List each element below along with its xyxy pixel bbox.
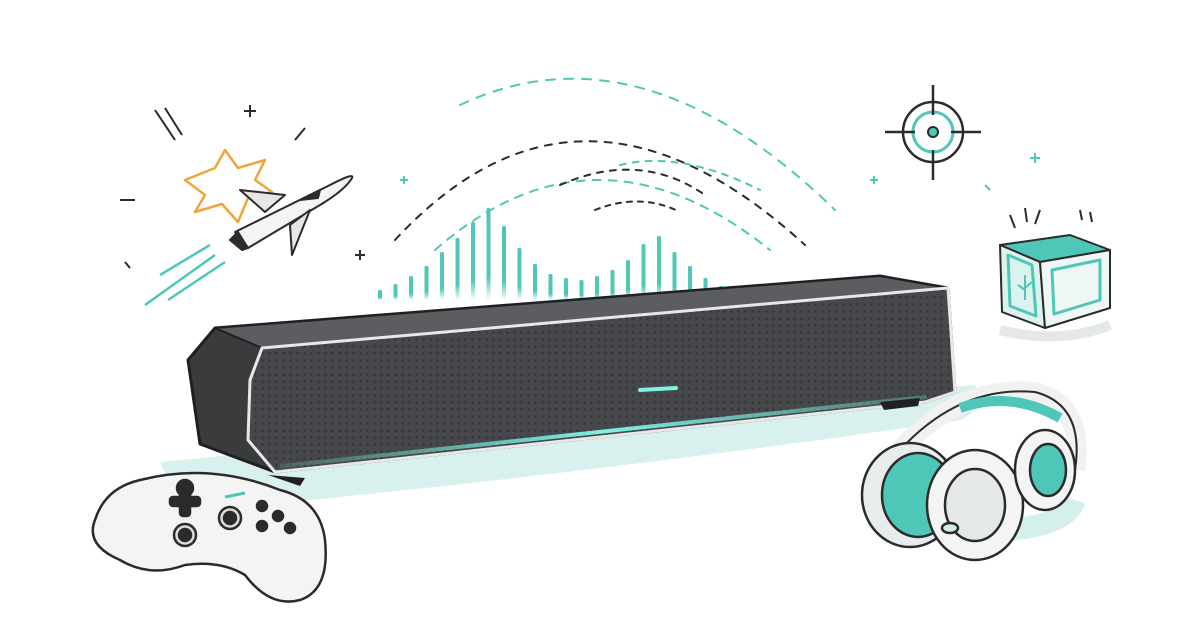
- equalizer-bar: [564, 278, 568, 300]
- equalizer-bar: [595, 276, 599, 300]
- equalizer-bar: [657, 236, 661, 300]
- equalizer-bar: [486, 208, 491, 300]
- game-controller-icon: [91, 471, 327, 603]
- equalizer-bar: [440, 252, 444, 300]
- equalizer-bar: [517, 248, 522, 300]
- soundbar-icon: [186, 274, 957, 486]
- crosshair-icon: [400, 85, 1040, 191]
- equalizer-bar: [424, 266, 429, 300]
- equalizer-bar: [610, 270, 615, 300]
- jet-fighter-icon: [120, 105, 365, 307]
- equalizer-bar: [471, 222, 475, 300]
- equalizer-bar: [409, 276, 413, 300]
- equalizer-bar: [378, 290, 382, 300]
- equalizer-bar: [579, 280, 584, 300]
- equalizer-bar: [393, 284, 398, 300]
- headphones-icon: [860, 381, 1087, 562]
- equalizer-bar: [502, 226, 506, 300]
- equalizer-bars-icon: [378, 208, 739, 300]
- equalizer-bar: [641, 244, 646, 300]
- equalizer-bar: [626, 260, 630, 300]
- sound-wave-icon: [394, 77, 836, 251]
- equalizer-bar: [548, 274, 553, 300]
- supply-crate-icon: [998, 207, 1112, 342]
- equalizer-bar: [533, 264, 537, 300]
- equalizer-bar: [672, 252, 677, 300]
- equalizer-bar: [455, 238, 460, 300]
